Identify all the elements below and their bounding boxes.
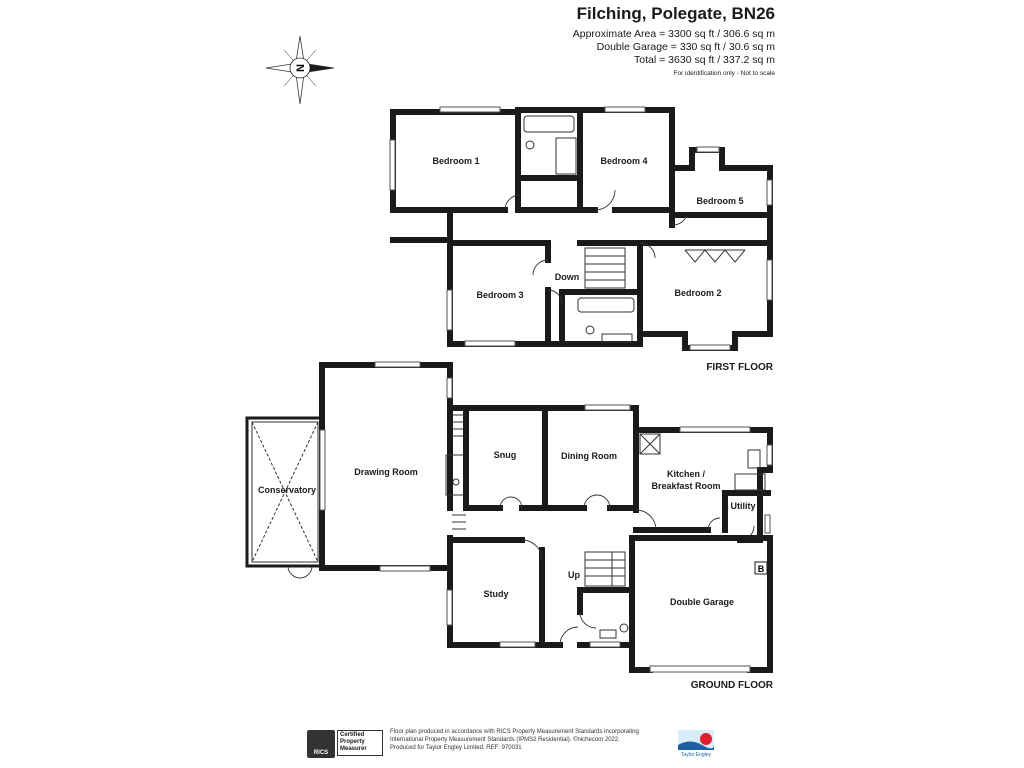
label-bedroom-2: Bedroom 2	[674, 288, 721, 298]
label-utility: Utility	[730, 501, 755, 511]
label-kitchen-line2: Breakfast Room	[651, 481, 720, 491]
label-bedroom-1: Bedroom 1	[432, 156, 479, 166]
ground-floor-label: GROUND FLOOR	[691, 680, 774, 691]
first-floor: Bedroom 1 Bedroom 4 Bedroom 5 Bedroom 3 …	[389, 106, 774, 373]
scale-note: For identification only - Not to scale	[673, 70, 775, 77]
rics-certification: RICS Certified Property Measurer	[307, 730, 385, 758]
taylor-engley-logo	[678, 730, 714, 750]
label-stairs-up: Up	[568, 570, 580, 580]
label-study: Study	[483, 589, 508, 599]
compass-icon: N	[265, 35, 335, 105]
first-floor-label: FIRST FLOOR	[706, 362, 773, 373]
logo-text: Taylor Engley	[680, 752, 711, 758]
compass-north-label: N	[295, 64, 307, 72]
label-stairs-down: Down	[555, 272, 580, 282]
footer-line-3: Produced for Taylor Engley Limited. REF:…	[390, 745, 522, 751]
label-bedroom-4: Bedroom 4	[600, 156, 647, 166]
rics-line-3: Measurer	[340, 746, 367, 752]
label-drawing-room: Drawing Room	[354, 467, 418, 477]
rics-certified-box: Certified Property Measurer	[337, 730, 383, 756]
stairs-first	[584, 247, 626, 289]
footer-disclaimer: Floor plan produced in accordance with R…	[390, 728, 675, 752]
label-double-garage: Double Garage	[670, 597, 734, 607]
area-garage: Double Garage = 330 sq ft / 30.6 sq m	[596, 41, 775, 53]
ground-floor: B Conservatory Drawing Room Snug Dining …	[245, 361, 774, 691]
label-bedroom-5: Bedroom 5	[696, 196, 743, 206]
label-snug: Snug	[494, 450, 517, 460]
stairs-ground	[584, 551, 626, 587]
agent-logo: Taylor Engley	[676, 730, 716, 760]
stairs-drawing	[452, 414, 466, 530]
area-main: Approximate Area = 3300 sq ft / 306.6 sq…	[572, 28, 775, 40]
rics-badge-text: RICS	[313, 750, 329, 756]
footer-line-2: International Property Measurement Stand…	[390, 737, 620, 743]
footer-line-1: Floor plan produced in accordance with R…	[390, 729, 639, 735]
rics-line-1: Certified	[340, 732, 365, 738]
label-kitchen-line1: Kitchen /	[667, 469, 706, 479]
area-total: Total = 3630 sq ft / 337.2 sq m	[634, 54, 775, 66]
boiler-marker: B	[758, 564, 765, 574]
label-bedroom-3: Bedroom 3	[476, 290, 523, 300]
plan-title: Filching, Polegate, BN26	[576, 4, 775, 23]
label-dining-room: Dining Room	[561, 451, 617, 461]
rics-logo: RICS	[307, 730, 335, 758]
label-conservatory: Conservatory	[258, 485, 316, 495]
rics-line-2: Property	[340, 739, 365, 745]
